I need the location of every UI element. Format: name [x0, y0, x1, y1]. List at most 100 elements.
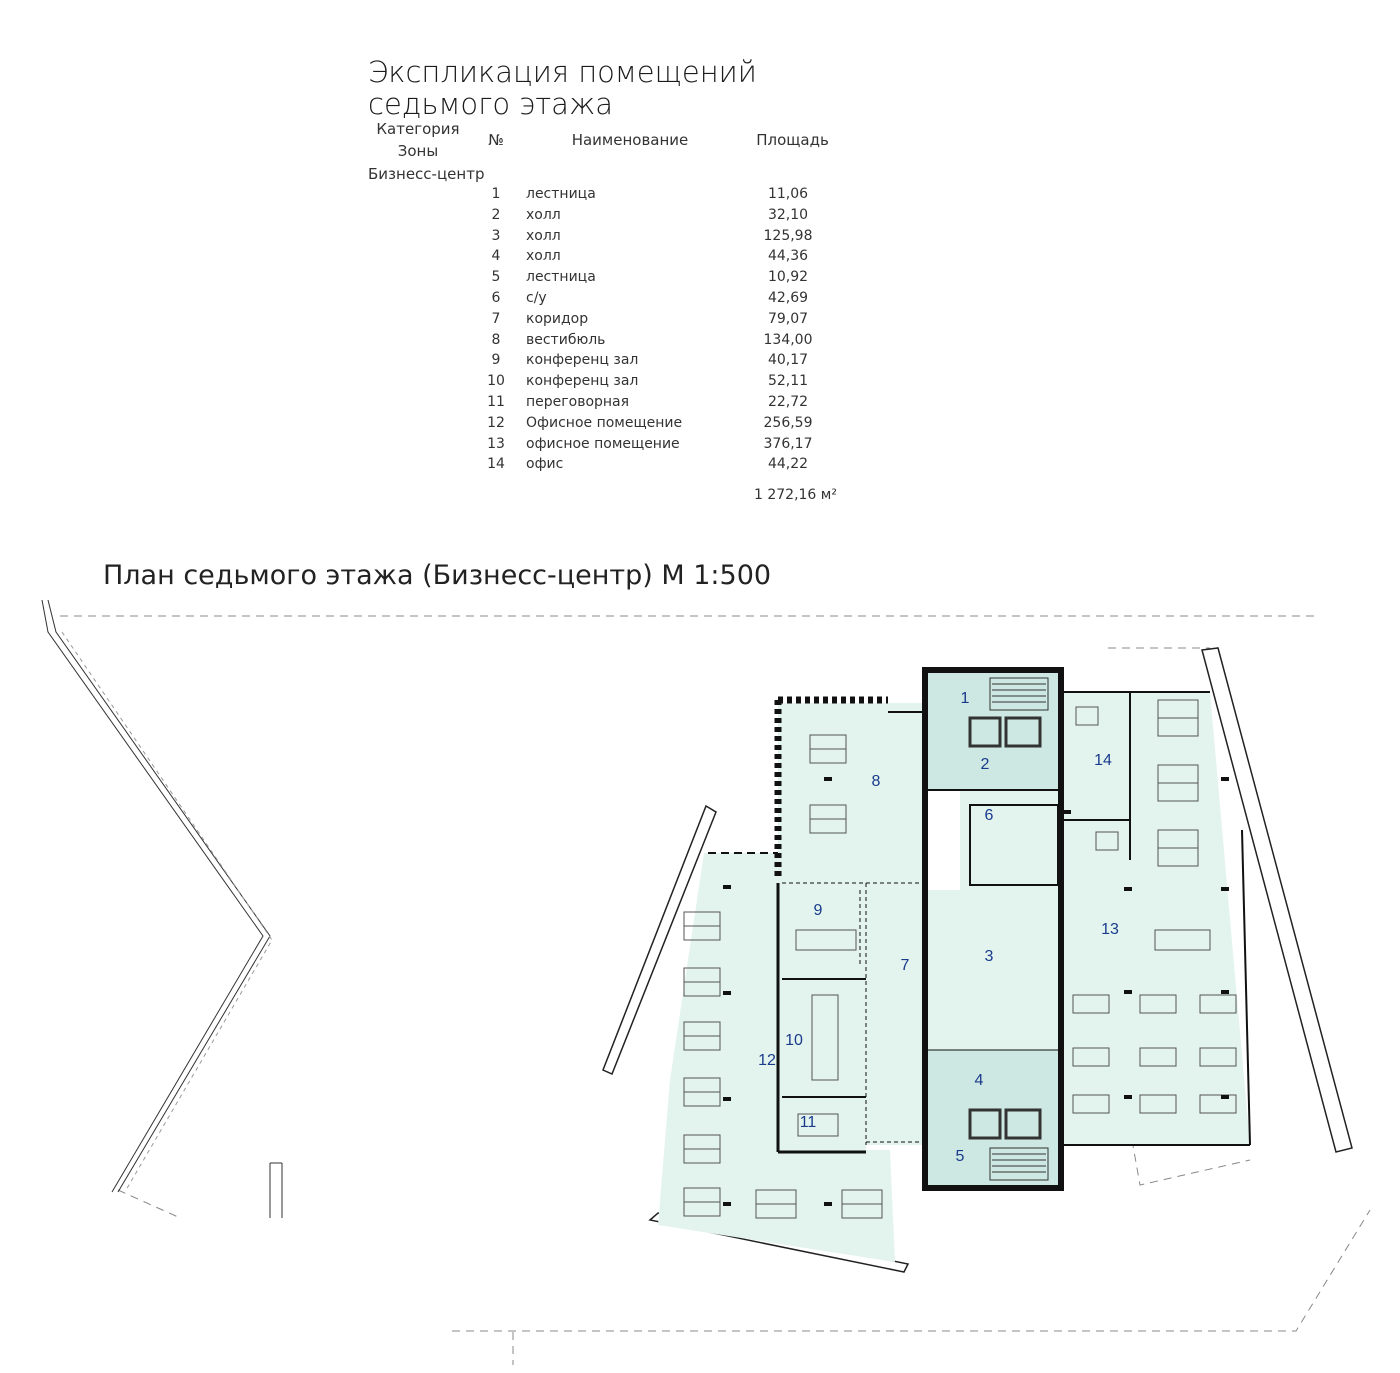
column [723, 1202, 731, 1206]
column [1124, 887, 1132, 891]
desk [683, 1201, 721, 1217]
row-area: 44,36 [767, 248, 809, 265]
row-name: офис [526, 456, 564, 473]
room-7 [866, 883, 923, 1145]
room-6 [960, 790, 1058, 890]
row-name: переговорная [526, 394, 630, 410]
row-area: 134,00 [763, 331, 813, 348]
desk [1072, 994, 1110, 1014]
room-label-8: 8 [872, 773, 881, 790]
explication-title-line2: седьмого этажа [368, 87, 614, 121]
room-1-2 [928, 672, 1058, 790]
room-3 [928, 890, 1058, 1050]
row-name: конференц зал [526, 352, 639, 369]
room-4-5 [928, 1050, 1058, 1190]
row-name: холл [526, 227, 561, 244]
row-number: 6 [491, 290, 501, 306]
room-label-6: 6 [985, 807, 994, 824]
room-10 [778, 979, 866, 1097]
row-name: лестница [526, 269, 596, 286]
walls [708, 667, 1251, 1191]
column [1124, 1095, 1132, 1099]
desk [1139, 994, 1177, 1014]
desk [1139, 1047, 1177, 1067]
desk [811, 994, 839, 1081]
row-number: 9 [491, 352, 501, 369]
header-area: Площадь [756, 131, 829, 149]
row-area: 256,59 [763, 414, 813, 431]
room-9 [778, 883, 866, 979]
row-name: холл [526, 206, 561, 223]
row-area: 11,06 [767, 186, 809, 202]
header-category-line1: Категория [376, 120, 460, 138]
room-11 [778, 1097, 866, 1150]
desk [797, 1113, 839, 1137]
row-name: холл [526, 248, 561, 265]
desk [1157, 717, 1199, 737]
column [1221, 1095, 1229, 1099]
row-number: 7 [491, 310, 501, 327]
row-area: 79,07 [767, 310, 809, 327]
room-label-4: 4 [975, 1072, 984, 1089]
row-number: 4 [491, 248, 501, 265]
desk [755, 1203, 797, 1219]
explication-title-line1: Экспликация помещений [368, 55, 757, 89]
header-category-line2: Зоны [397, 142, 439, 160]
row-area: 125,98 [763, 227, 813, 244]
explication-title: Экспликация помещений седьмого этажа [368, 56, 757, 120]
room-label-9: 9 [814, 902, 823, 919]
site-boundary [60, 615, 1371, 1365]
row-area: 10,92 [767, 269, 809, 286]
column [1063, 810, 1071, 814]
desk [1199, 1047, 1237, 1067]
row-number: 5 [491, 269, 501, 286]
desk [683, 1035, 721, 1051]
header-number: № [488, 131, 504, 149]
row-number: 12 [487, 414, 505, 431]
column [1221, 777, 1229, 781]
row-number: 1 [491, 186, 501, 202]
desk [1072, 1047, 1110, 1067]
row-area: 42,69 [767, 290, 809, 306]
column [723, 1097, 731, 1101]
terrain-chevron [41, 599, 283, 1218]
row-area: 32,10 [767, 206, 809, 223]
furniture [683, 699, 1237, 1219]
column [824, 1202, 832, 1206]
row-area: 40,17 [767, 352, 809, 369]
total-area: 1 272,16 м² [754, 487, 837, 503]
room-label-3: 3 [985, 948, 994, 965]
room-label-10: 10 [785, 1032, 803, 1049]
desk [683, 1148, 721, 1164]
desk [809, 818, 847, 834]
column [723, 991, 731, 995]
row-name: лестница [526, 186, 596, 202]
desk [795, 929, 857, 951]
row-name: с/у [526, 290, 547, 306]
column [824, 777, 832, 781]
row-area: 52,11 [767, 373, 809, 390]
desk [1157, 782, 1199, 802]
zone-label: Бизнесс-центр [368, 165, 485, 183]
desk [1157, 847, 1199, 867]
plan-title: План седьмого этажа (Бизнесс-центр) М 1:… [103, 560, 772, 591]
desk [1199, 994, 1237, 1014]
desk [1075, 706, 1099, 726]
row-area: 376,17 [763, 435, 813, 452]
row-number: 3 [491, 227, 501, 244]
header-name: Наименование [571, 131, 689, 149]
desk [1139, 1094, 1177, 1114]
row-name: коридор [526, 310, 589, 327]
column [1124, 990, 1132, 994]
room-14 [1062, 692, 1130, 820]
room-label-5: 5 [956, 1148, 965, 1165]
desk [683, 981, 721, 997]
row-number: 13 [487, 435, 505, 452]
row-number: 14 [487, 456, 505, 473]
column [1221, 887, 1229, 891]
column [723, 885, 731, 889]
row-name: Офисное помещение [526, 414, 683, 431]
desk [683, 1091, 721, 1107]
